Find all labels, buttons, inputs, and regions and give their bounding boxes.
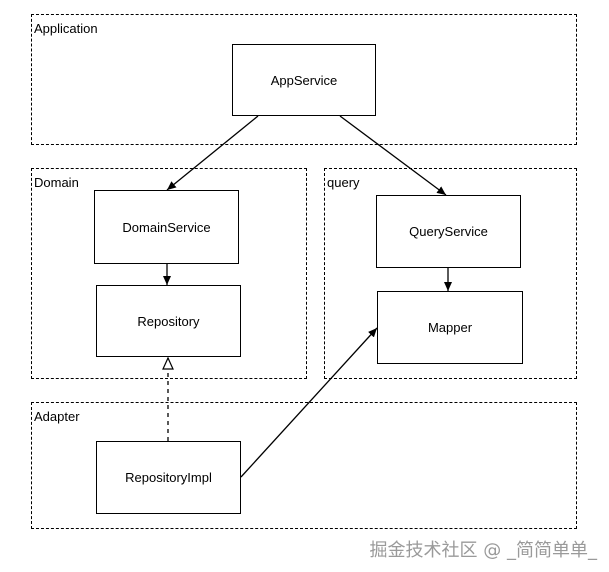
repository-impl-node: RepositoryImpl [96, 441, 241, 514]
application-group: Application [31, 14, 577, 145]
domain-service-label: DomainService [122, 219, 211, 235]
repository-node: Repository [96, 285, 241, 357]
repository-impl-label: RepositoryImpl [125, 470, 212, 485]
app-service-label: AppService [270, 72, 338, 88]
adapter-group-label: Adapter [34, 409, 80, 424]
query-service-node: QueryService [376, 195, 521, 268]
repository-label: Repository [137, 313, 200, 329]
domain-service-node: DomainService [94, 190, 239, 264]
app-service-node: AppService [232, 44, 376, 116]
mapper-label: Mapper [427, 320, 473, 335]
query-group-label: query [327, 175, 360, 190]
application-group-label: Application [34, 21, 98, 36]
domain-group-label: Domain [34, 175, 79, 190]
watermark-text: 掘金技术社区 @ _简简单单_ [369, 540, 597, 561]
mapper-node: Mapper [377, 291, 523, 364]
query-service-label: QueryService [409, 224, 488, 239]
